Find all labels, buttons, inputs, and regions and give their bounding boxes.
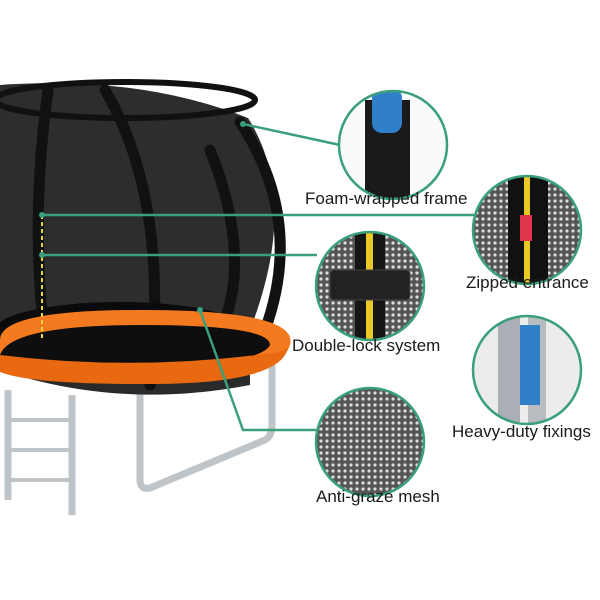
feature-label-foam-frame: Foam-wrapped frame bbox=[305, 189, 468, 208]
foam-frame-closeup-icon bbox=[340, 92, 446, 198]
feature-label-double-lock: Double-lock system bbox=[292, 336, 441, 355]
callout-lines bbox=[42, 122, 474, 432]
mesh-closeup-icon bbox=[317, 389, 423, 495]
feature-label-heavy-duty-fixings: Heavy-duty fixings bbox=[452, 422, 591, 441]
buckle-closeup-icon bbox=[317, 233, 423, 339]
zipper-closeup-icon bbox=[474, 177, 580, 283]
pole-fixing-closeup-icon bbox=[474, 317, 580, 423]
feature-label-anti-graze-mesh: Anti-graze mesh bbox=[316, 487, 440, 506]
feature-label-zipped-entrance: Zipped entrance bbox=[466, 273, 589, 292]
